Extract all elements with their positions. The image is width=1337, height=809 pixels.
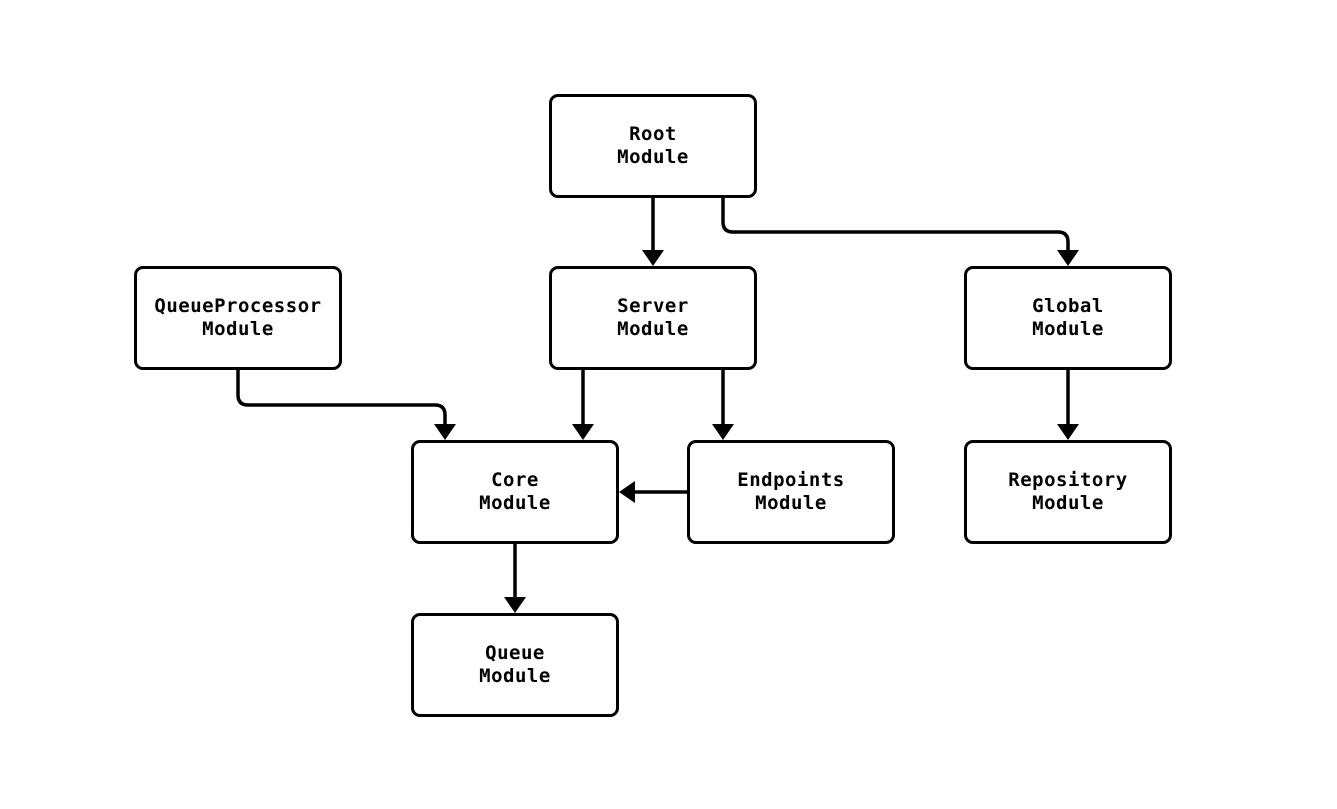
node-label: Core Module bbox=[479, 469, 551, 514]
node-global-module: Global Module bbox=[964, 266, 1172, 370]
arrowhead-root-to-global bbox=[1057, 250, 1079, 266]
node-endpoints-module: Endpoints Module bbox=[687, 440, 895, 544]
node-core-module: Core Module bbox=[411, 440, 619, 544]
node-queue-module: Queue Module bbox=[411, 613, 619, 717]
node-label: Repository Module bbox=[1008, 469, 1128, 514]
node-label: QueueProcessor Module bbox=[154, 295, 322, 340]
node-label: Root Module bbox=[617, 123, 689, 168]
node-label: Global Module bbox=[1032, 295, 1104, 340]
node-repository-module: Repository Module bbox=[964, 440, 1172, 544]
node-label: Endpoints Module bbox=[737, 469, 845, 514]
node-root-module: Root Module bbox=[549, 94, 757, 198]
arrowhead-global-to-repository bbox=[1057, 424, 1079, 440]
arrowhead-queueprocessor-to-core bbox=[434, 424, 456, 440]
edge-root-to-global bbox=[721, 198, 1070, 253]
arrowhead-endpoints-to-core bbox=[619, 481, 635, 503]
node-queueprocessor-module: QueueProcessor Module bbox=[134, 266, 342, 370]
arrowhead-root-to-server bbox=[642, 250, 664, 266]
edge-queueprocessor-to-core bbox=[236, 370, 447, 427]
node-label: Queue Module bbox=[479, 642, 551, 687]
node-server-module: Server Module bbox=[549, 266, 757, 370]
arrowhead-server-to-core bbox=[572, 424, 594, 440]
arrowhead-core-to-queue bbox=[504, 597, 526, 613]
node-label: Server Module bbox=[617, 295, 689, 340]
arrowhead-server-to-endpoints bbox=[712, 424, 734, 440]
